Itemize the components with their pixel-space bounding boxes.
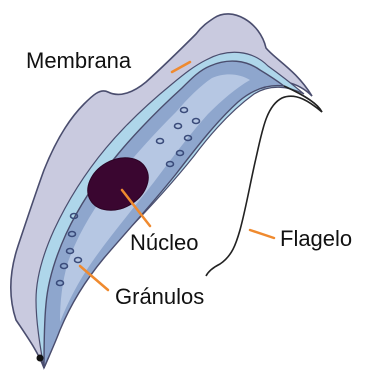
kinetoplast bbox=[37, 355, 44, 362]
granules-label: Gránulos bbox=[115, 284, 204, 309]
flagellum-leader-line bbox=[250, 230, 274, 238]
membrane-label: Membrana bbox=[26, 48, 132, 73]
nucleus-label: Núcleo bbox=[130, 230, 198, 255]
flagellum-label: Flagelo bbox=[280, 226, 352, 251]
